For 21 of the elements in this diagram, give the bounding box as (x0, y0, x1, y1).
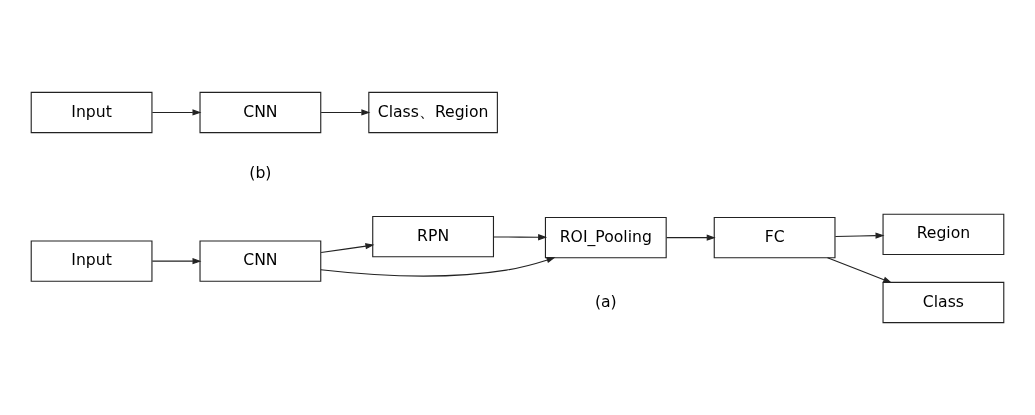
arrow (151, 109, 202, 116)
arrow (320, 109, 371, 116)
arrow (320, 243, 375, 254)
arrow (834, 232, 885, 239)
node-box: FC (713, 217, 836, 259)
node-box: Region (882, 213, 1005, 255)
node-box: Class (882, 281, 1005, 324)
node-box: CNN (199, 91, 322, 134)
arrow (666, 234, 716, 241)
label: (b) (249, 163, 272, 183)
node-box: RPN (372, 215, 495, 258)
node-box: Class、Region (368, 91, 498, 134)
arrow (151, 258, 202, 265)
node-box: ROI_Pooling (544, 217, 667, 259)
arrow (493, 234, 548, 241)
node-box: Input (30, 240, 153, 282)
node-box: CNN (199, 240, 322, 282)
label: (a) (594, 291, 617, 311)
arrow (826, 257, 893, 283)
arrow (320, 257, 556, 277)
node-box: Input (30, 91, 153, 134)
